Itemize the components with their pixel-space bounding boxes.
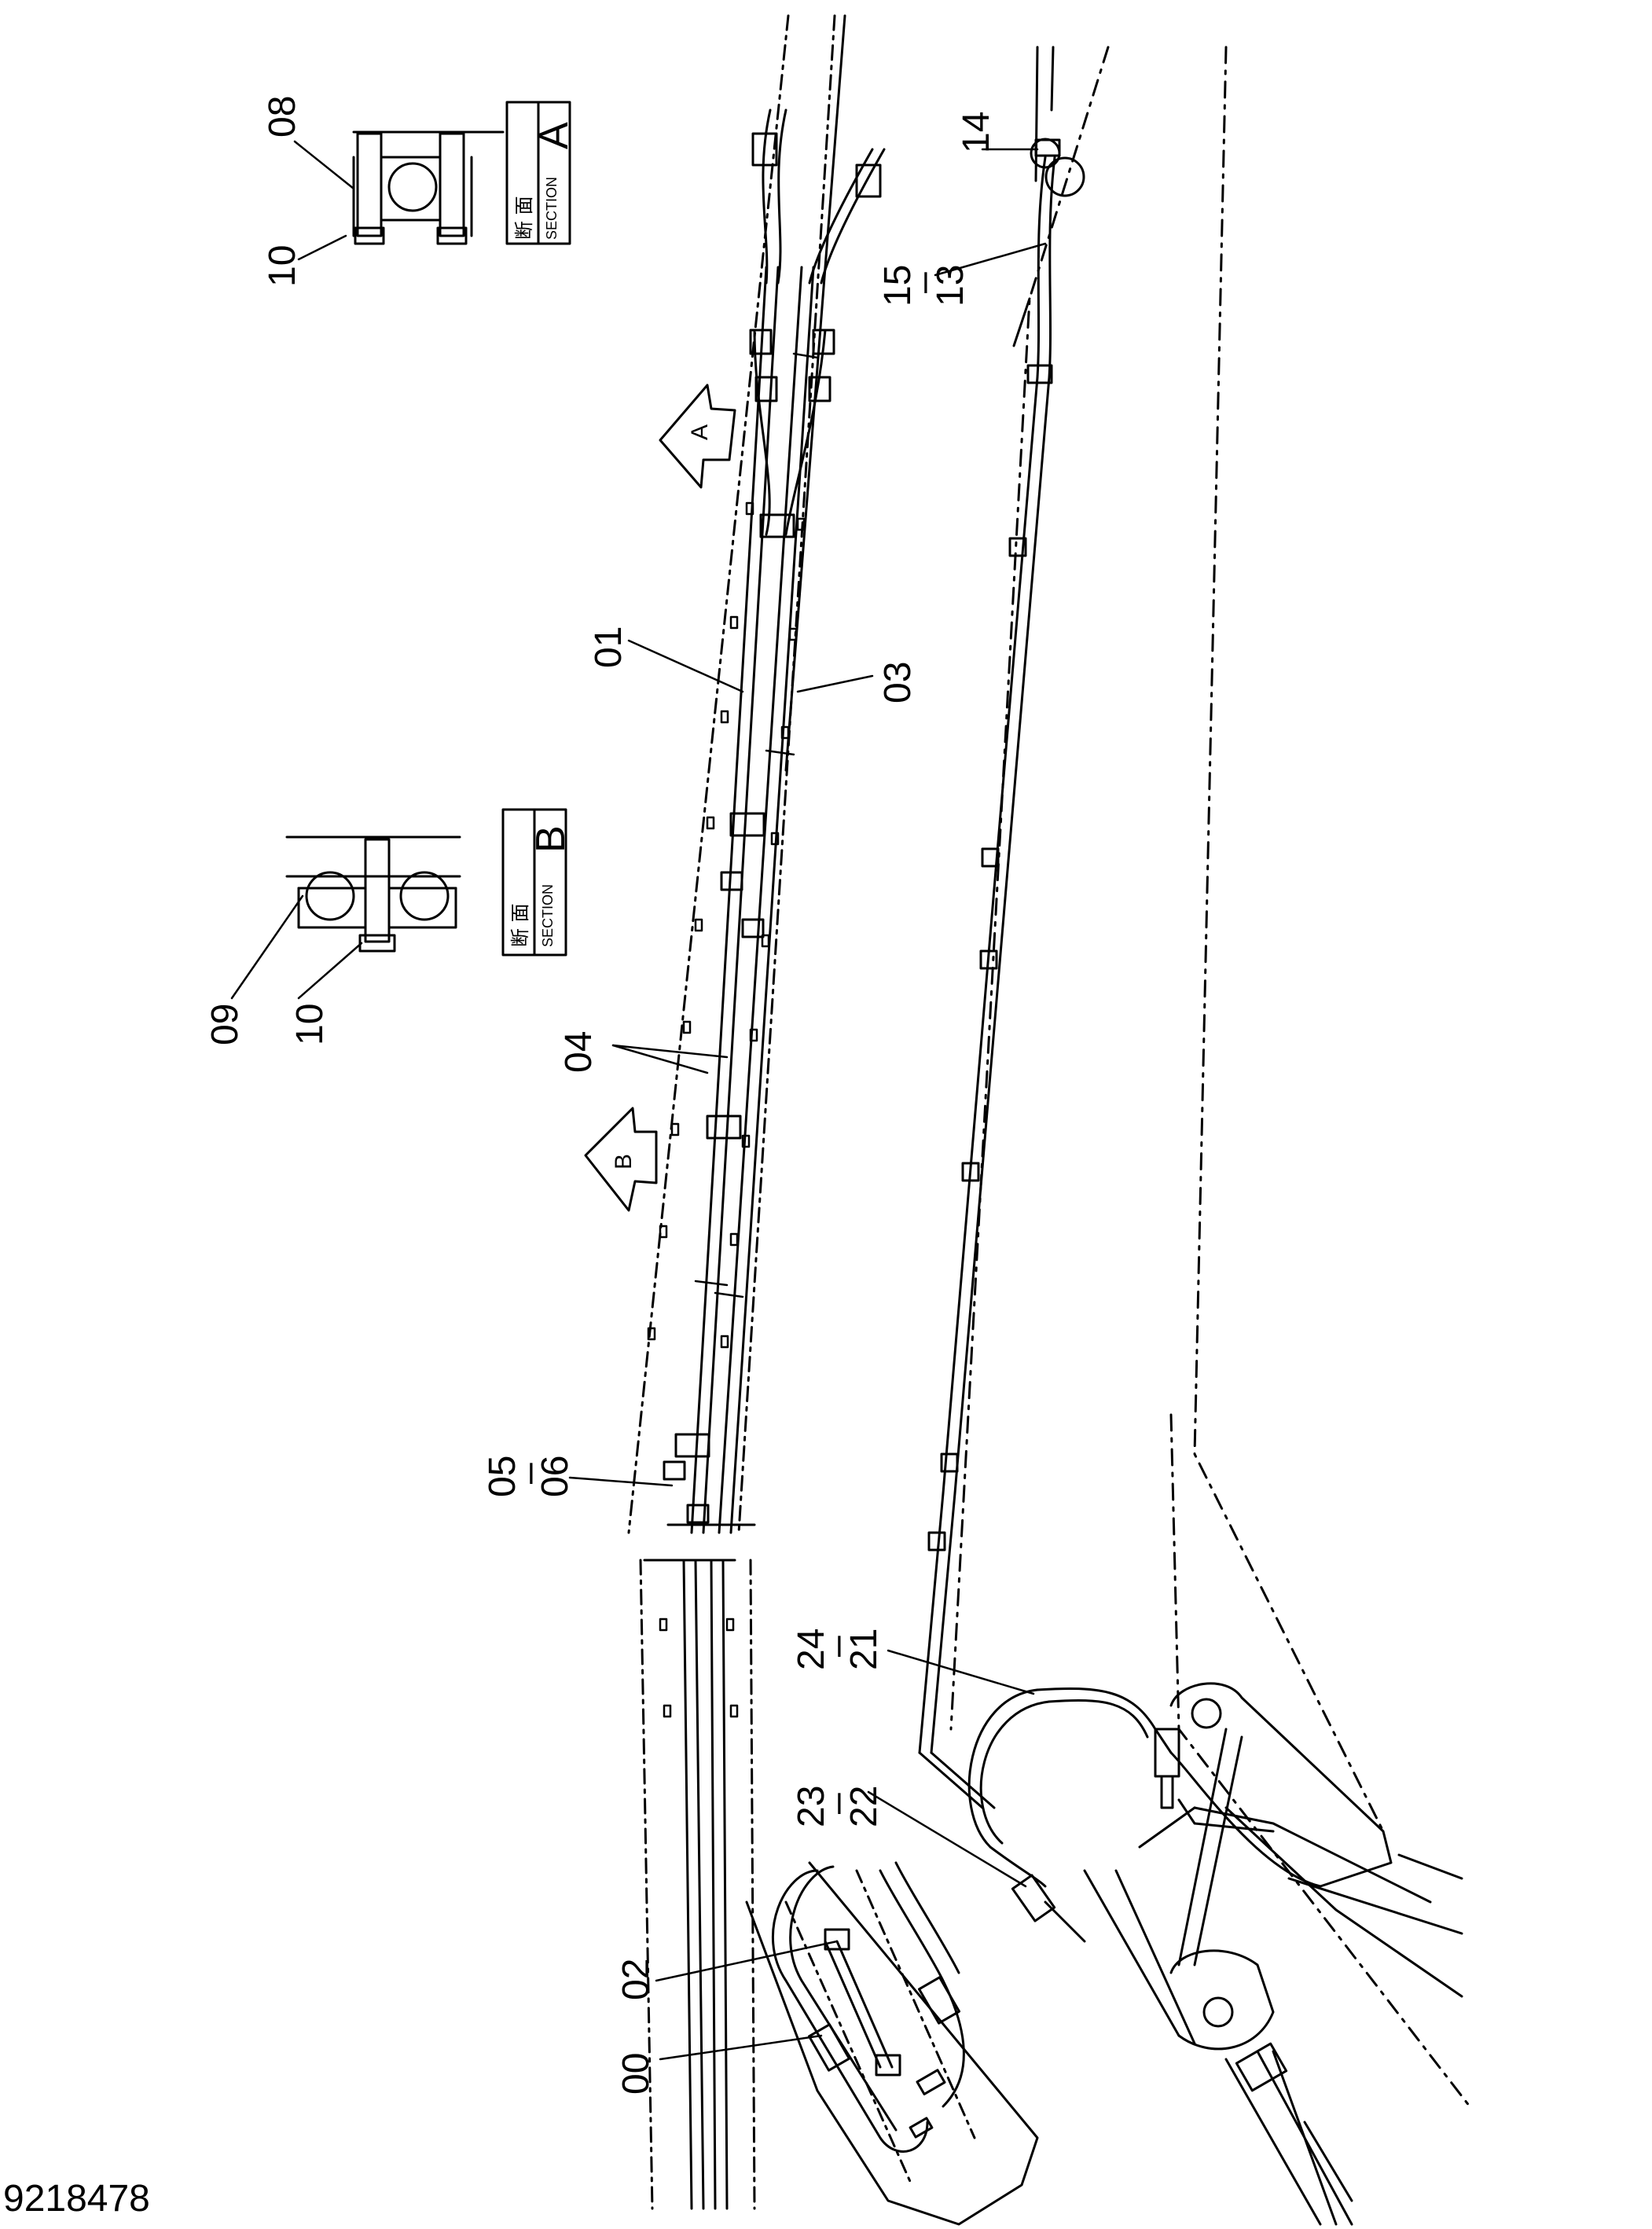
section-a-word: SECTION (544, 177, 560, 240)
arm-body (627, 14, 886, 1562)
boom-lower-segment (639, 1559, 756, 2210)
section-a-kanji: 断 面 (513, 196, 535, 240)
section-a-detail (352, 130, 505, 245)
section-labels: A 断 面 SECTION B 断 面 SECTION A B (509, 122, 713, 1170)
section-b-box (501, 808, 567, 957)
document-id: 9218478 (3, 2178, 150, 2220)
callout-10-a: 10 (262, 245, 303, 287)
callout-03: 03 (877, 662, 919, 703)
section-b-kanji: 断 面 (509, 903, 531, 947)
section-a-letter: A (531, 122, 577, 149)
view-arrow-b (584, 1107, 658, 1212)
section-b-detail (285, 835, 461, 953)
callout-13: 13 (930, 265, 971, 307)
leader-lines (230, 140, 1047, 2061)
callout-dash-24-21: – (816, 1636, 857, 1657)
view-arrow-b-letter: B (611, 1154, 637, 1170)
view-arrow-a (659, 384, 736, 489)
callout-00: 00 (615, 2053, 657, 2095)
callout-05: 05 (482, 1456, 523, 1497)
callout-24: 24 (791, 1629, 832, 1670)
main-boom (918, 46, 1471, 2108)
callout-02: 02 (615, 1959, 657, 2000)
section-b-letter: B (528, 825, 574, 853)
detail-view-bottom (745, 1861, 1039, 2226)
callout-dash-23-22: – (816, 1793, 857, 1814)
callout-15: 15 (877, 265, 919, 307)
callout-06: 06 (534, 1456, 576, 1497)
callout-21: 21 (843, 1629, 885, 1670)
callout-01: 01 (588, 626, 630, 668)
callout-14: 14 (956, 112, 997, 153)
callout-dash-15-13: – (902, 272, 944, 293)
callout-23: 23 (791, 1786, 832, 1827)
view-arrow-a-letter: A (687, 424, 713, 440)
callout-dash-05-06: – (508, 1463, 549, 1484)
callout-22: 22 (843, 1786, 885, 1827)
boom-foot-assembly (918, 1682, 1463, 2226)
callout-09: 09 (204, 1004, 246, 1045)
callout-10-b: 10 (289, 1004, 331, 1045)
callout-04: 04 (558, 1031, 600, 1073)
tube-clamps (663, 132, 882, 1524)
callout-08: 08 (262, 96, 303, 138)
callout-labels: 08 10 09 10 01 03 04 05 – 06 14 15 – 13 … (204, 96, 997, 2095)
section-a-box (505, 101, 571, 245)
boom-bolt-marks (647, 352, 819, 1718)
section-b-word: SECTION (540, 884, 556, 947)
